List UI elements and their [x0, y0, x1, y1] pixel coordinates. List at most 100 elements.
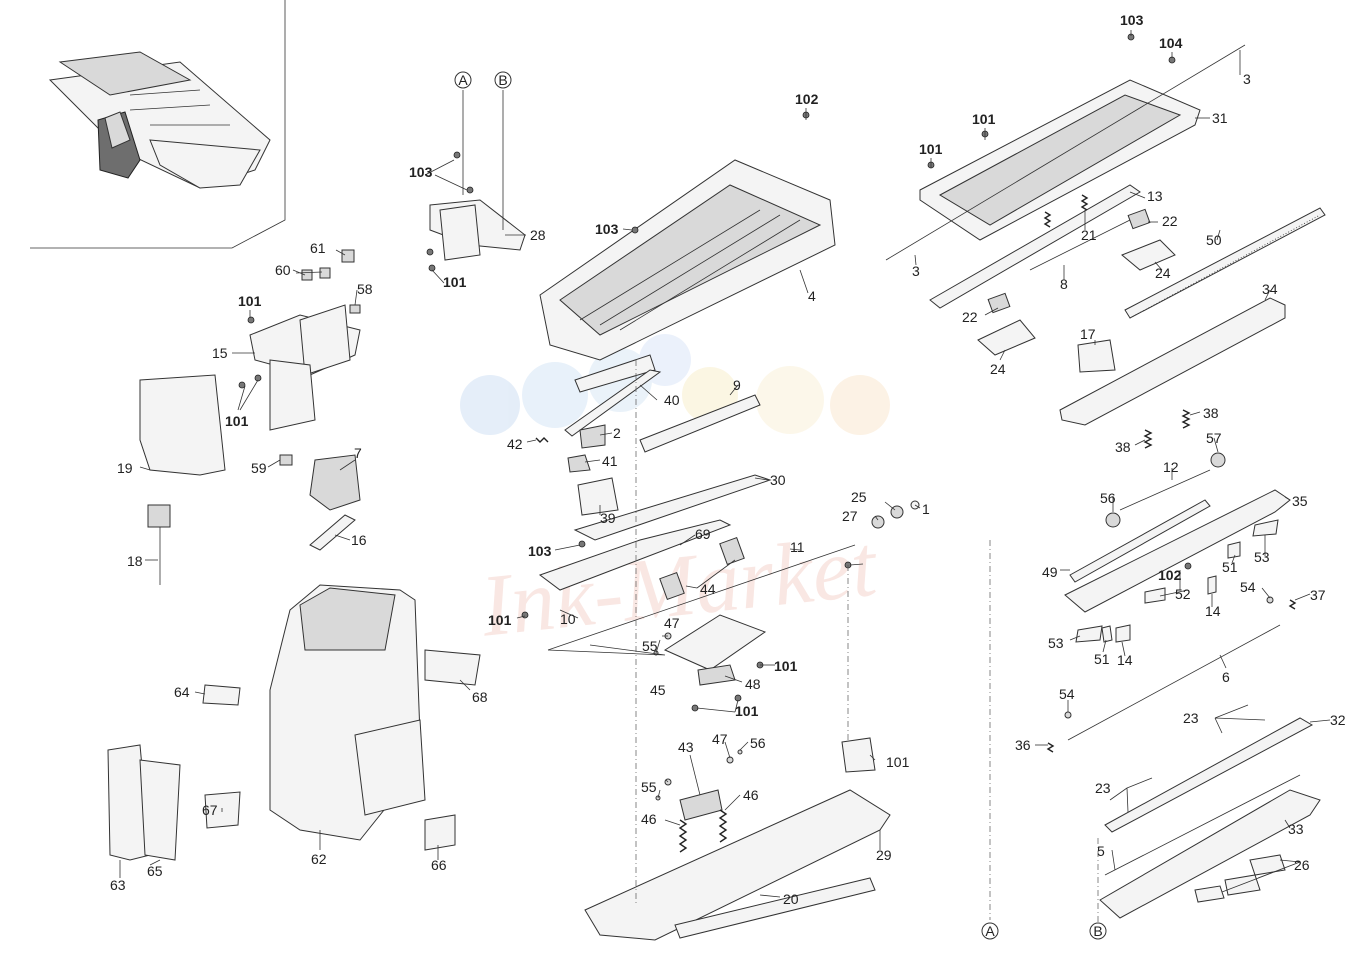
part-59b [319, 267, 331, 279]
sheet-14a [1115, 624, 1131, 643]
callout: 18 [127, 553, 143, 569]
callout: 47 [712, 731, 728, 747]
callout: 37 [1310, 587, 1326, 603]
sheet-26c [1194, 885, 1225, 903]
callout: 24 [990, 361, 1006, 377]
sheet-53b [1252, 519, 1279, 537]
callout: 24 [1155, 265, 1171, 281]
part-60 [341, 249, 355, 263]
callout-bold: 101 [735, 703, 759, 719]
callout-bold: 104 [1159, 35, 1183, 51]
spring-42 [535, 437, 549, 443]
screw-101-e [521, 611, 529, 619]
guide-10 [538, 519, 732, 591]
screw-103-c [578, 540, 586, 548]
callout-bold: 103 [1120, 12, 1144, 28]
callout: 53 [1048, 635, 1064, 651]
callout: 32 [1330, 712, 1346, 728]
callout: 23 [1095, 780, 1111, 796]
callout: 50 [1206, 232, 1222, 248]
callout: 55 [641, 779, 657, 795]
callout: 56 [750, 735, 766, 751]
callout-labels: 1 2 3 3 4 5 6 7 8 9 10 11 12 13 14 14 15… [110, 12, 1346, 907]
brush-50 [1124, 207, 1326, 319]
callout: 7 [354, 445, 362, 461]
part-57 [349, 304, 361, 314]
callout: 26 [1294, 857, 1310, 873]
callout: 54 [1059, 686, 1075, 702]
spring-38a [1143, 429, 1153, 449]
callout: 40 [664, 392, 680, 408]
spring-37 [1288, 599, 1297, 610]
shaft-5 [1104, 774, 1301, 876]
callout: 46 [743, 787, 759, 803]
bracket-plate [299, 304, 351, 376]
callout: 49 [1042, 564, 1058, 580]
sheet-53a [1075, 625, 1103, 643]
part-59a [301, 269, 313, 281]
part-55b [737, 749, 743, 755]
ref-b-top-label: B [498, 72, 507, 88]
callout: 6 [1222, 669, 1230, 685]
callout: 54 [1240, 579, 1256, 595]
callout: 61 [310, 240, 326, 256]
spring-21a [1043, 211, 1052, 228]
roller-22b [987, 292, 1011, 314]
callout-bold: 101 [919, 141, 943, 157]
callout-bold: 103 [528, 543, 552, 559]
ref-marker-a-bottom [981, 922, 999, 940]
bracket-28-group [426, 151, 526, 272]
sensor-7 [309, 454, 361, 511]
label-65 [424, 814, 456, 851]
guide-40 [574, 354, 656, 393]
callout: 14 [1117, 652, 1133, 668]
ref-a-top-label: A [458, 72, 468, 88]
callout: 63 [110, 877, 126, 893]
screw-101-left-b [254, 374, 262, 382]
callout: 38 [1203, 405, 1219, 421]
callout: 8 [1060, 276, 1068, 292]
right-upper-frame [885, 33, 1326, 356]
guide-35 [1064, 489, 1291, 613]
holder-24a [1121, 239, 1176, 271]
callout: 4 [808, 288, 816, 304]
brush-49 [1069, 499, 1211, 583]
callout-bold: 102 [1158, 567, 1182, 583]
callout: 35 [1292, 493, 1308, 509]
housing-window [299, 587, 396, 651]
label-63 [202, 684, 241, 706]
part-2 [579, 424, 606, 449]
callout: 20 [783, 891, 799, 907]
callout: 42 [507, 436, 523, 452]
screw-101-left-top [247, 316, 255, 324]
callout-bold: 101 [443, 274, 467, 290]
callout: 51 [1222, 559, 1238, 575]
screw-101-d [428, 264, 436, 272]
callout: 22 [1162, 213, 1178, 229]
callout: 67 [202, 802, 218, 818]
ref-marker-b-bottom [1089, 922, 1107, 940]
callout: 34 [1262, 281, 1278, 297]
right-middle-guides [1059, 297, 1297, 741]
callout: 46 [641, 811, 657, 827]
part-43 [679, 789, 723, 821]
bracket-lower [269, 359, 316, 431]
housing-side [354, 719, 426, 816]
sheet-26a [1249, 854, 1286, 876]
label-67 [424, 649, 481, 686]
spring-36 [1046, 742, 1055, 753]
frame-31-top [938, 94, 1182, 226]
ref-a-bottom-label: A [985, 923, 995, 939]
callout: 31 [1212, 110, 1228, 126]
callout: 60 [275, 262, 291, 278]
left-assembly [139, 249, 361, 585]
part-54b [1064, 711, 1072, 719]
callout: 101 [886, 754, 910, 770]
alignment-lines-center [635, 360, 849, 905]
screw-101-c [426, 248, 434, 256]
callout: 64 [174, 684, 190, 700]
callout-bold: 101 [225, 413, 249, 429]
roller-44b [719, 536, 745, 566]
rail-9 [639, 394, 761, 453]
roller-56b [1210, 452, 1226, 468]
